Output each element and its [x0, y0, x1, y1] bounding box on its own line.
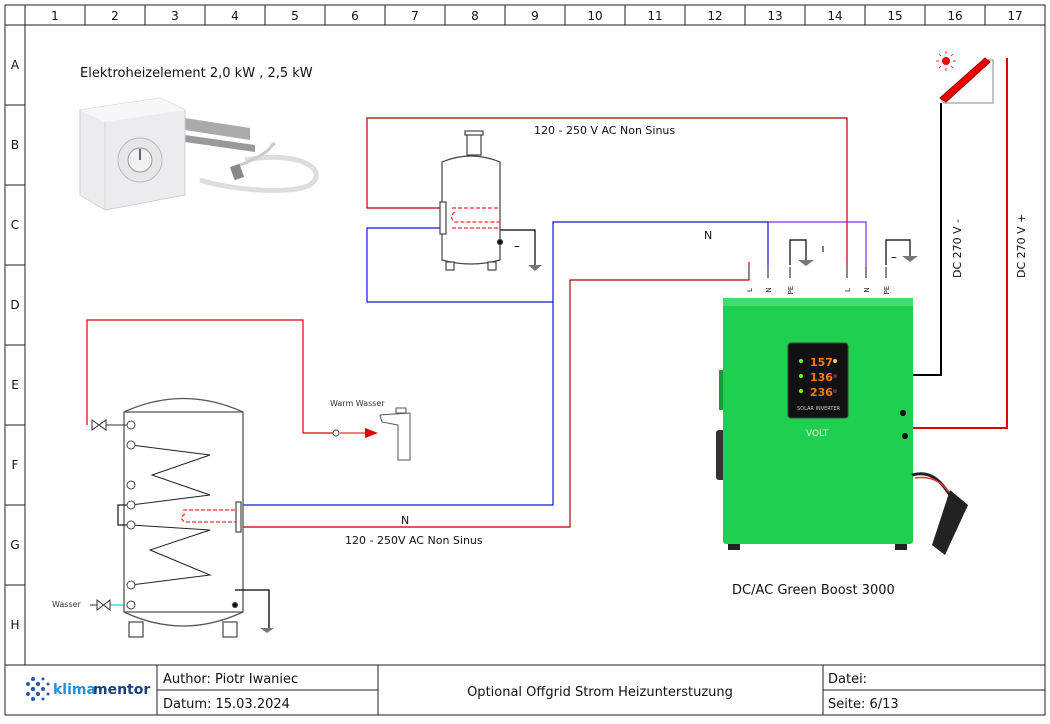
warm-water-label: Warm Wasser — [330, 399, 385, 408]
row-header: A B C D E F G H — [5, 58, 25, 666]
inverter-terminals: L N PE L N PE — [746, 267, 891, 294]
warm-water-pipe — [86, 319, 333, 434]
minus-label-2: – — [891, 250, 897, 264]
column-label: 13 — [767, 9, 782, 23]
row-label: G — [10, 538, 19, 552]
column-label: 11 — [647, 9, 662, 23]
brand-logo: VOLT — [806, 429, 829, 439]
column-label: 12 — [707, 9, 722, 23]
column-label: 8 — [471, 9, 479, 23]
svg-text:mentor: mentor — [93, 682, 150, 698]
display-value-3: 236 — [810, 386, 833, 399]
date: Datum: 15.03.2024 — [163, 697, 290, 712]
outlet-connector — [332, 429, 340, 437]
company-logo: klima mentor — [26, 677, 150, 701]
inverter-name: DC/AC Green Boost 3000 — [732, 583, 895, 598]
neutral-wire-2 — [768, 221, 867, 276]
ground-icon — [260, 628, 274, 633]
ground-symbols — [260, 256, 918, 633]
ground-wire-small-tank — [500, 229, 536, 265]
terminal-label: PE — [787, 286, 795, 295]
small-water-heater — [439, 130, 504, 271]
tank-ports — [126, 420, 136, 610]
row-label: B — [11, 138, 19, 152]
row-label: H — [10, 618, 19, 632]
column-label: 6 — [351, 9, 359, 23]
valve-icon — [90, 419, 127, 612]
water-label: Wasser — [52, 600, 82, 609]
neutral-label-top: N — [704, 229, 712, 242]
voltage-label-top: 120 - 250 V AC Non Sinus — [534, 124, 675, 137]
voltage-label-bottom: 120 - 250V AC Non Sinus — [345, 534, 483, 547]
dc-minus-label: DC 270 V - — [951, 219, 964, 278]
wiring — [86, 58, 1008, 606]
column-label: 7 — [411, 9, 419, 23]
display-value-1: 157 — [810, 356, 833, 369]
drawing-title: Optional Offgrid Strom Heizunterstuzung — [467, 685, 733, 700]
dc-plus-label: DC 270 V + — [1015, 214, 1028, 278]
column-label: 15 — [887, 9, 902, 23]
minus-label: – — [514, 239, 520, 253]
inverter-device: 157 136 236 SOLAR INVERTER VOLT — [716, 298, 968, 555]
ground-wire-pe2 — [885, 239, 911, 265]
terminal-label: L — [844, 288, 852, 292]
terminal-label: N — [863, 287, 871, 292]
row-label: A — [11, 58, 20, 72]
panel-label: SOLAR INVERTER — [797, 406, 841, 412]
file-label: Datei: — [828, 672, 867, 687]
ground-icon — [528, 265, 542, 271]
flow-arrow-icon — [365, 428, 378, 438]
column-label: 5 — [291, 9, 299, 23]
svg-text:klima: klima — [53, 682, 96, 698]
heater-title: Elektroheizelement 2,0 kW , 2,5 kW — [80, 66, 313, 81]
solar-panel-icon — [936, 51, 994, 104]
row-label: D — [10, 298, 19, 312]
column-label: 1 — [51, 9, 59, 23]
column-label: 10 — [587, 9, 602, 23]
title-block — [156, 665, 1045, 715]
column-label: 16 — [947, 9, 962, 23]
neutral-label-bottom: N — [401, 514, 409, 527]
column-label: 3 — [171, 9, 179, 23]
column-label: 9 — [531, 9, 539, 23]
terminal-label: L — [746, 288, 754, 292]
column-label: 17 — [1007, 9, 1022, 23]
ground-icon — [902, 256, 918, 262]
heater-element-photo — [79, 97, 319, 211]
row-label: E — [11, 378, 19, 392]
display-value-2: 136 — [810, 371, 833, 384]
row-label: F — [12, 458, 19, 472]
column-label: 2 — [111, 9, 119, 23]
phase-wire-top — [366, 117, 848, 276]
column-label: 14 — [827, 9, 842, 23]
author: Author: Piotr Iwaniec — [163, 672, 298, 687]
faucet-icon — [379, 407, 411, 461]
ground-icon — [798, 260, 814, 266]
mc4-connector-icon — [932, 490, 968, 555]
column-label: 4 — [231, 9, 239, 23]
terminal-label: PE — [883, 286, 891, 295]
storage-tank — [117, 397, 270, 638]
neutral-wire-tank — [243, 302, 554, 506]
terminal-label: N — [765, 287, 773, 292]
row-label: C — [11, 218, 19, 232]
page-number: Seite: 6/13 — [828, 697, 899, 712]
ground-wire-pe1 — [789, 239, 807, 265]
